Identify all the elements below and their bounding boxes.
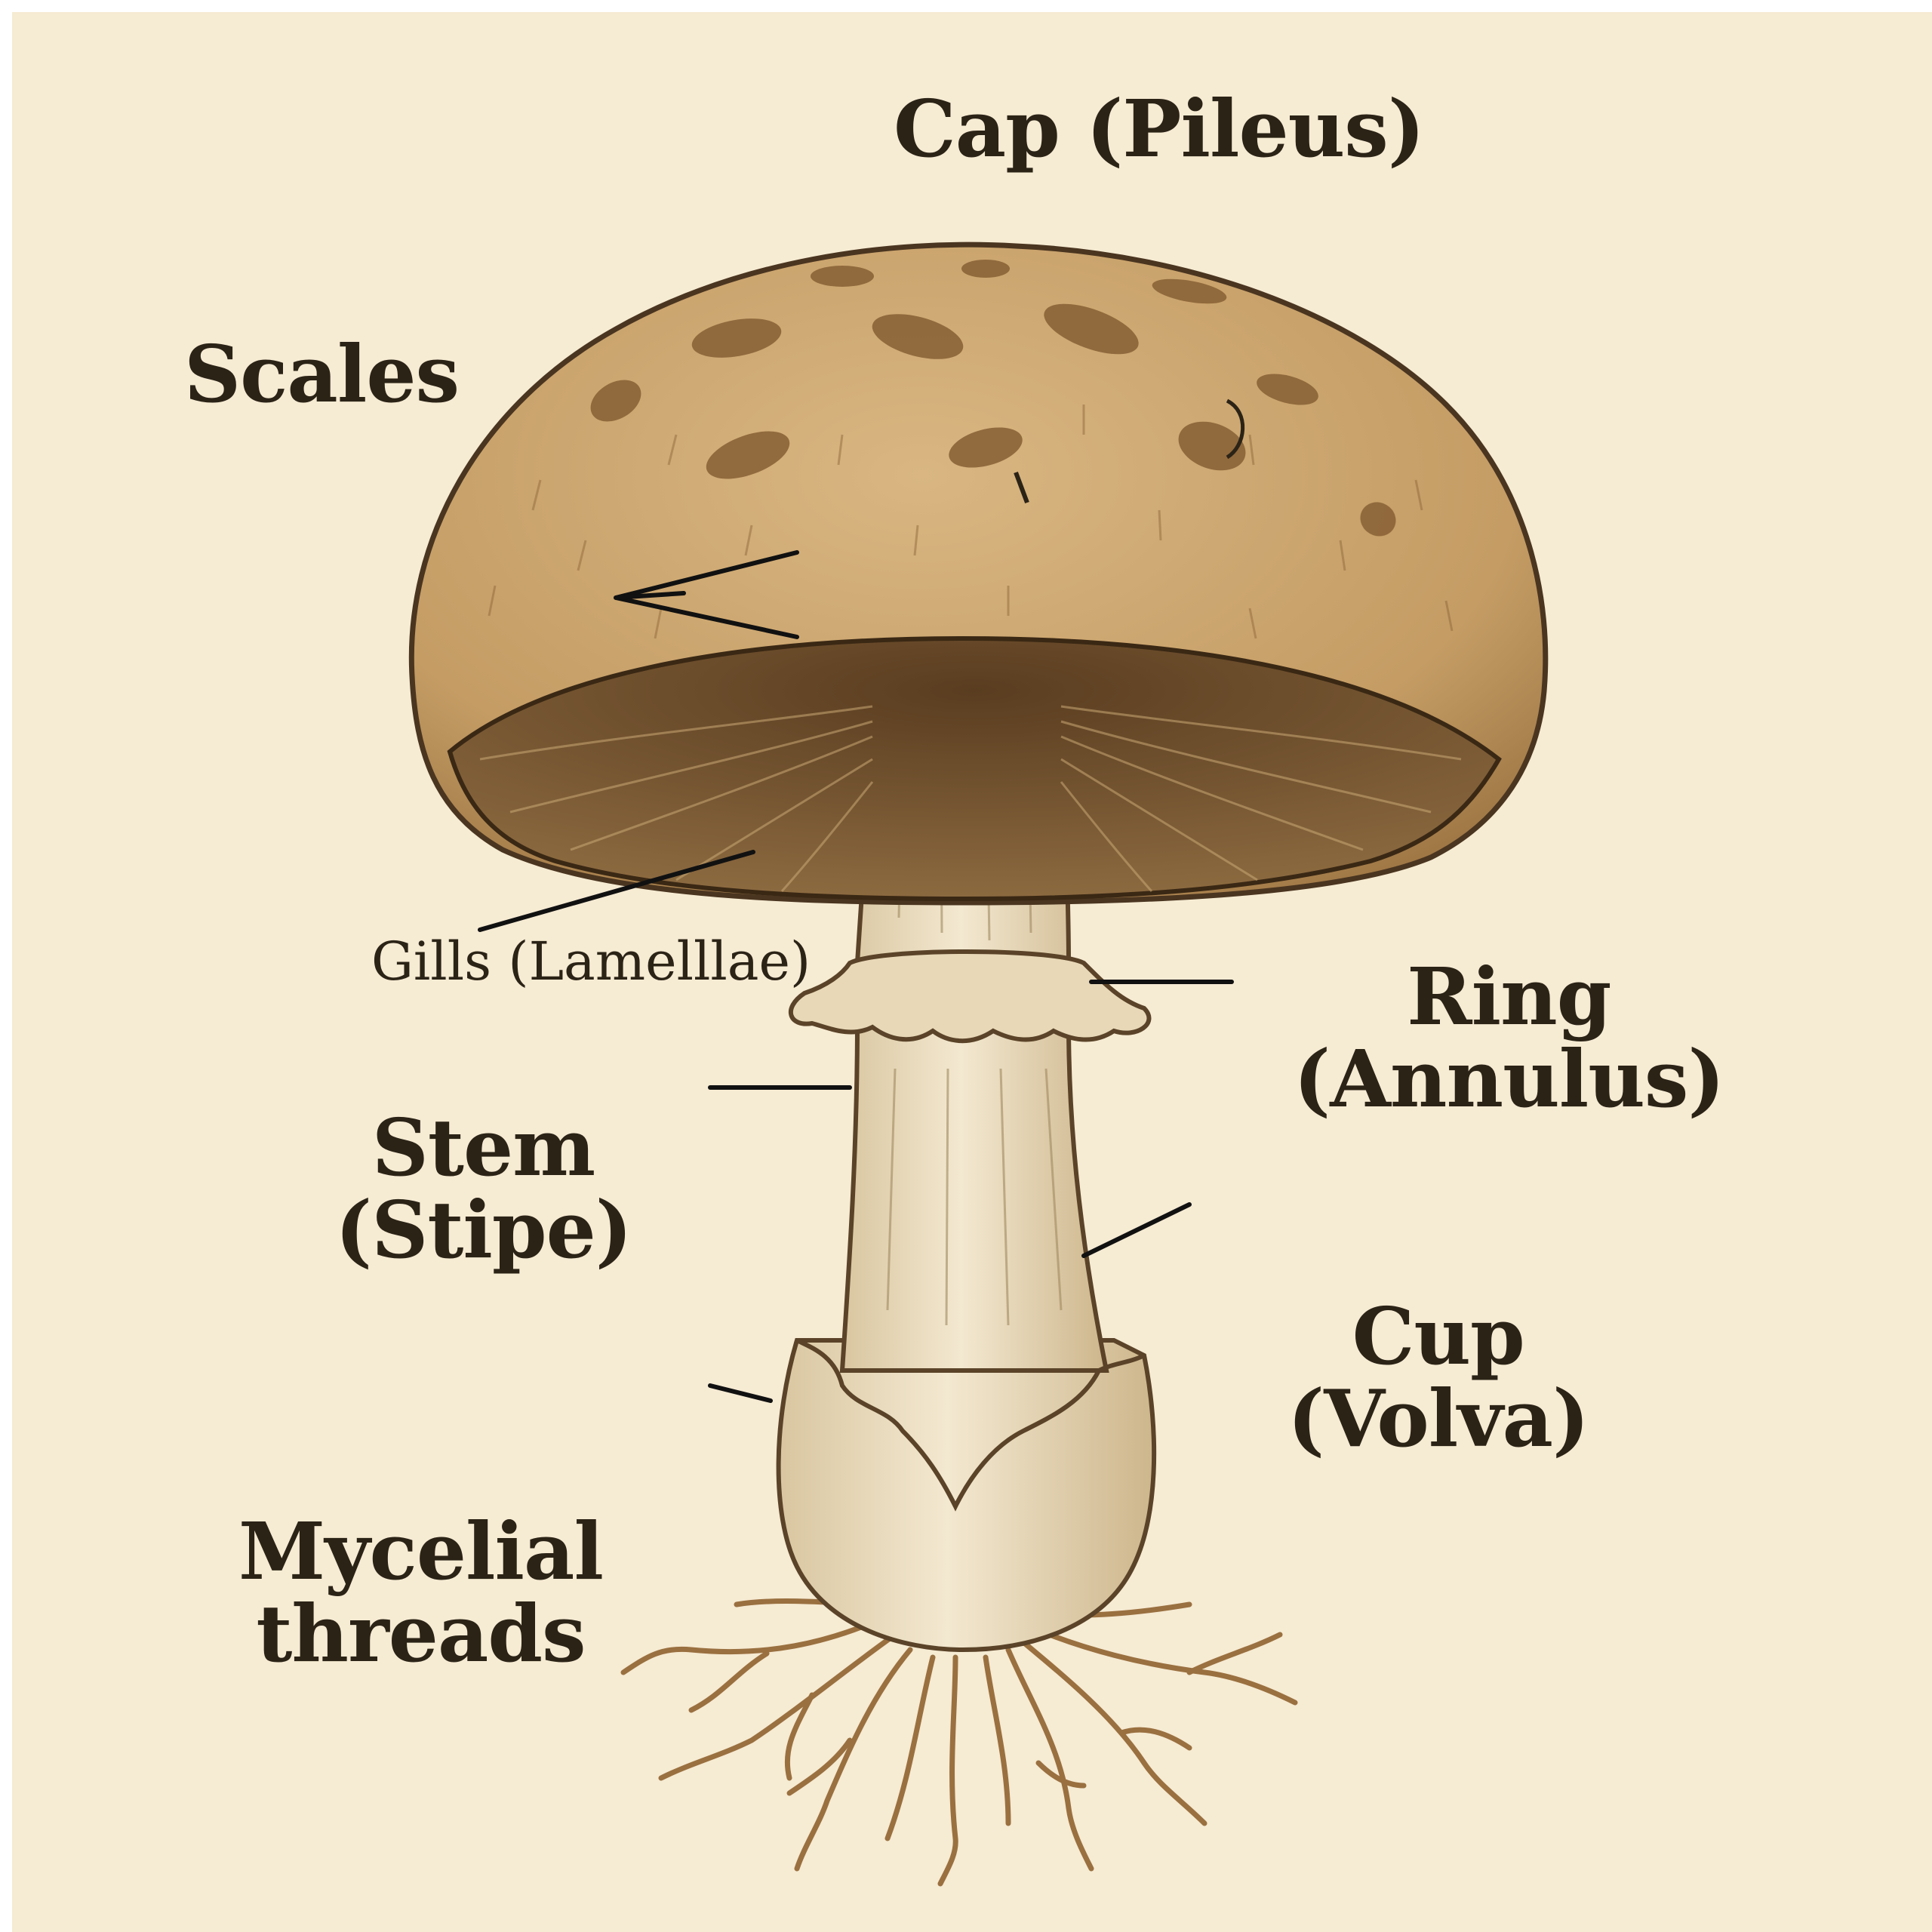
cup-stem-leader [1081,1202,1192,1258]
volva-leader [708,1383,773,1403]
ring [788,949,1152,1044]
leader-lines [478,550,1234,1403]
label-ring-line1: Ring [1407,950,1611,1043]
label-mycelial-line2: threads [256,1587,586,1681]
label-cap: Cap (Pileus) [894,82,1425,175]
label-mycelial: Mycelial threads [238,1505,604,1681]
volva [776,1338,1157,1653]
scales-leader-tick [614,591,686,600]
cap-scales [590,260,1396,537]
mushroom-illustration [408,242,1549,1887]
label-cup: Cup (Volva) [1287,1295,1589,1460]
label-ring-line2: (Annulus) [1294,1032,1725,1126]
cap [408,242,1549,906]
label-stem: Stem (Stipe) [335,1101,632,1277]
gill-lines [479,705,1462,892]
label-scales: Scales [184,328,460,420]
diagram-canvas: Cap (Pileus) Scales Gills (Lamelllae) Ri… [12,12,1932,1932]
gills-leader [478,850,755,932]
label-stem-line1: Stem [371,1101,595,1194]
label-stem-line2: (Stipe) [335,1183,632,1277]
volva-edge [795,1338,1146,1512]
label-cup-line1: Cup [1352,1290,1525,1383]
label-cup-line2: (Volva) [1287,1372,1589,1466]
label-ring: Ring (Annulus) [1294,950,1725,1126]
label-gills: Gills (Lamelllae) [371,931,811,992]
label-mycelial-line1: Mycelial [238,1505,604,1598]
mycelial-threads [620,1598,1298,1887]
